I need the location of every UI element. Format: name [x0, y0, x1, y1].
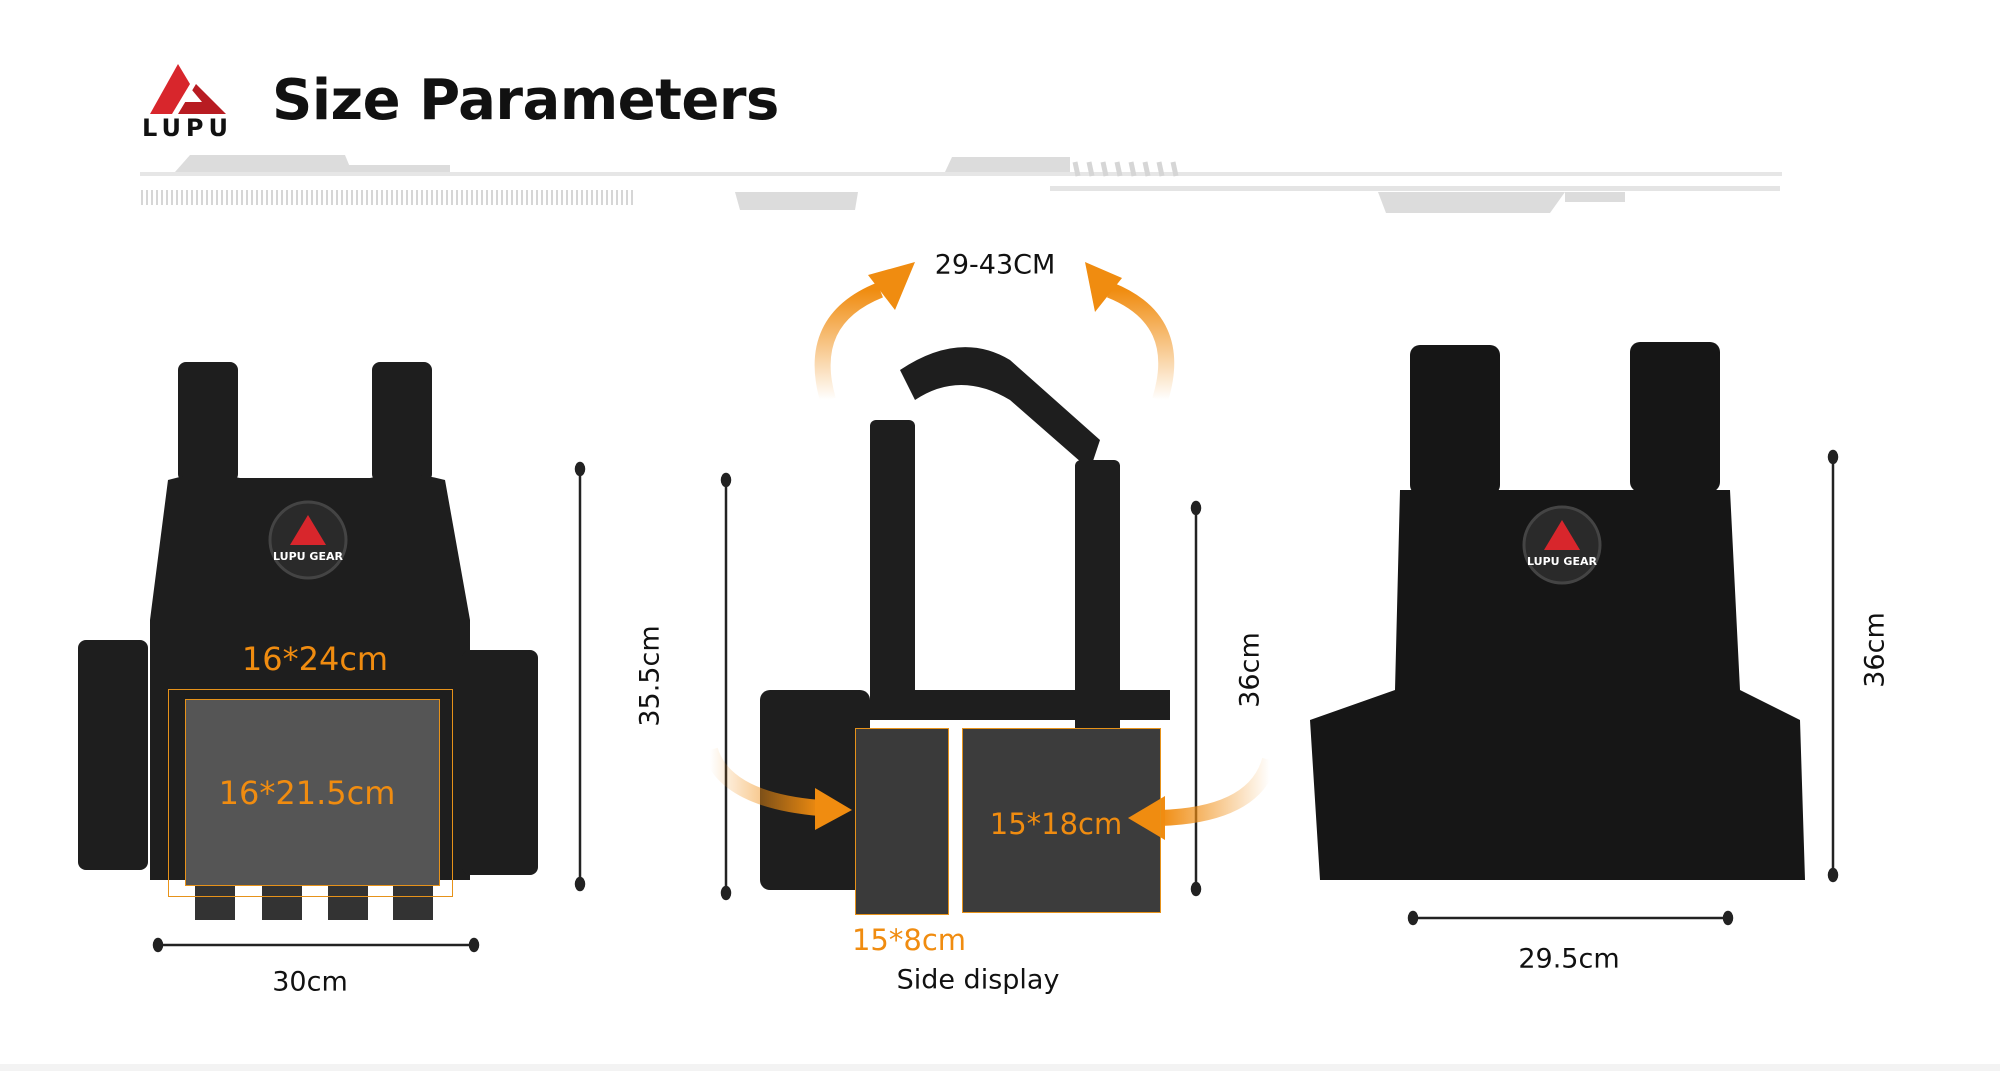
front-vest-image: [78, 362, 538, 920]
header-decoration: [140, 155, 1782, 213]
front-inner-panel-label: 16*21.5cm: [218, 774, 396, 812]
side-display-caption: Side display: [896, 964, 1060, 996]
arrow-up-left-icon: [814, 262, 915, 403]
back-vest-image: [1310, 342, 1805, 880]
brand-logo: LUPU: [140, 62, 236, 142]
front-outer-panel-label: 16*24cm: [241, 640, 389, 678]
barcode-decoration: (function(){var g=document.currentScript…: [141, 161, 1179, 205]
logo-mark-icon: [150, 64, 226, 114]
measure-lines: [152, 449, 1839, 953]
side-pouch-label: 15*8cm: [851, 923, 967, 957]
back-width-label: 29.5cm: [1518, 943, 1620, 975]
logo-text: LUPU: [142, 114, 234, 142]
back-height-label: 36cm: [1859, 612, 1891, 688]
back-patch-text: LUPU GEAR: [1527, 555, 1597, 568]
side-panel-label: 15*18cm: [989, 807, 1123, 841]
adjust-range-label: 29-43CM: [934, 249, 1056, 281]
front-patch-text: LUPU GEAR: [273, 550, 343, 563]
front-inner-panel-box: [185, 699, 440, 886]
side-vest-image: [760, 347, 1170, 915]
arrow-up-right-icon: [1085, 262, 1175, 403]
side-pouch-box: [855, 728, 949, 915]
front-width-label: 30cm: [272, 966, 348, 998]
side-height-label: 36cm: [1234, 632, 1266, 708]
arrow-left-icon: [1128, 757, 1278, 840]
front-outer-panel-box: [168, 689, 453, 897]
footer-strip: [0, 1064, 2000, 1071]
front-height-label: 35.5cm: [634, 625, 666, 727]
side-panel-box: [962, 728, 1161, 913]
page-title: Size Parameters: [272, 68, 779, 133]
arrow-right-icon: [702, 747, 852, 830]
